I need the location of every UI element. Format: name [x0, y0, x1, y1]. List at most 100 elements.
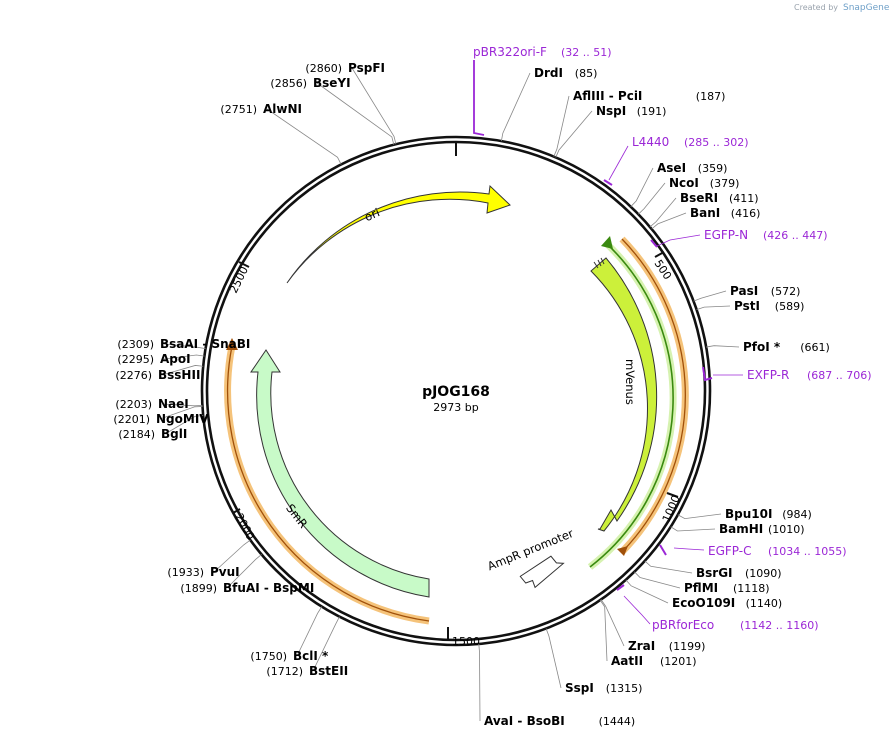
svg-text:EGFP-C: EGFP-C: [708, 544, 751, 558]
enzyme-site-ecoo109i[interactable]: EcoO109I(1140): [625, 579, 782, 610]
enzyme-site-bsteii[interactable]: BstEII (1712): [266, 616, 348, 678]
enzyme-site-bseyi[interactable]: BseYI(2856): [270, 76, 395, 145]
svg-text:EXFP-R: EXFP-R: [747, 368, 789, 382]
enzyme-position: (85): [575, 67, 598, 80]
enzyme-name: AatII: [611, 654, 643, 668]
enzyme-name: PspFI: [348, 61, 385, 75]
enzyme-position: (2203): [115, 398, 152, 411]
tick-2000: 2000: [232, 508, 257, 542]
enzyme-name: NaeI: [158, 397, 189, 411]
enzyme-site-drdi[interactable]: DrdI(85): [500, 66, 598, 142]
enzyme-site-alwni[interactable]: AlwNI(2751): [220, 102, 342, 165]
enzyme-position: (2309): [117, 338, 154, 351]
svg-text:2500: 2500: [227, 264, 251, 295]
primer-pbr322ori-f[interactable]: pBR322ori-F (32 .. 51): [473, 45, 612, 136]
enzyme-name: NcoI: [669, 176, 699, 190]
enzyme-site-aatii[interactable]: AatII (1201): [599, 599, 697, 668]
enzyme-position: (1933): [167, 566, 204, 579]
enzyme-site-apoi[interactable]: ApoI(2295): [117, 352, 205, 366]
enzyme-position: (1201): [660, 655, 697, 668]
enzyme-site-bpu10i[interactable]: Bpu10I (984): [677, 507, 812, 521]
svg-text:2000: 2000: [232, 511, 257, 542]
enzyme-name: BsrGI: [696, 566, 733, 580]
enzyme-sites: PspFI (2860)BseYI(2856)AlwNI(2751) DrdI(85…: [113, 61, 829, 728]
enzyme-name: AlwNI: [263, 102, 302, 116]
enzyme-site-bsshii[interactable]: BssHII(2276): [115, 365, 204, 382]
mvenus-feature[interactable]: [590, 257, 658, 532]
enzyme-site-sspi[interactable]: SspI(1315): [545, 628, 642, 695]
enzyme-position: (1712): [266, 665, 303, 678]
enzyme-site-bgli[interactable]: BglI(2184): [118, 415, 204, 441]
enzyme-position: (416): [731, 207, 761, 220]
enzyme-site-bcli[interactable]: BclI *(1750): [250, 606, 329, 663]
primer-pbrforeco[interactable]: pBRforEco (1142 .. 1160): [616, 584, 819, 632]
enzyme-name: EcoO109I: [672, 596, 735, 610]
enzyme-site-pvui[interactable]: PvuI(1933): [167, 539, 251, 579]
enzyme-position: (1199): [669, 640, 706, 653]
enzyme-name: NspI: [596, 104, 626, 118]
enzyme-site-pfoi[interactable]: PfoI *(661): [706, 340, 830, 354]
tick-2500: 2500: [227, 261, 251, 295]
enzyme-position: (2856): [270, 77, 307, 90]
enzyme-site-naei[interactable]: NaeI (2203): [115, 397, 203, 411]
enzyme-position: (572): [771, 285, 801, 298]
enzyme-name: AflIII - PciI: [573, 89, 642, 103]
enzyme-position: (1444): [599, 715, 636, 728]
enzyme-site-nspi[interactable]: NspI (191): [555, 104, 667, 158]
enzyme-site-pasi[interactable]: PasI(572): [693, 284, 801, 302]
enzyme-site-bamhi[interactable]: BamHI (1010): [670, 522, 805, 536]
primer-egfp-n[interactable]: EGFP-N (426 .. 447): [650, 228, 828, 248]
enzyme-name: PflMI: [684, 581, 718, 595]
ampr-promoter-feature[interactable]: [519, 555, 565, 589]
enzyme-name: Bpu10I: [725, 507, 772, 521]
credit-prefix: Created by: [794, 3, 838, 12]
primer-l4440[interactable]: L4440 (285 .. 302): [603, 135, 749, 186]
svg-text:pBR322ori-F: pBR322ori-F: [473, 45, 547, 59]
enzyme-site-zrai[interactable]: ZraI (1199): [600, 599, 706, 653]
enzyme-name: BclI *: [293, 649, 329, 663]
credit-brand[interactable]: SnapGene: [843, 3, 890, 13]
enzyme-name: BsaAI - SnaBI: [160, 337, 250, 351]
enzyme-site-pspfi[interactable]: PspFI (2860): [305, 61, 397, 145]
enzyme-site-bsaai-snabi[interactable]: BsaAI - SnaBI (2309): [117, 337, 250, 351]
ori-feature[interactable]: [286, 184, 511, 284]
enzyme-position: (2201): [113, 413, 150, 426]
enzyme-site-afliii-pcii[interactable]: AflIII - PciI(187): [553, 89, 726, 157]
enzyme-name: BglI: [161, 427, 187, 441]
enzyme-site-bfuai-bspmi[interactable]: BfuAI - BspMI(1899): [180, 554, 314, 595]
ampr-promoter-label: AmpR promoter: [485, 526, 575, 573]
enzyme-name: BseRI: [680, 191, 718, 205]
enzyme-name: ZraI: [628, 639, 655, 653]
backbone-outer: [200, 135, 712, 647]
enzyme-name: ApoI: [160, 352, 191, 366]
enzyme-position: (1899): [180, 582, 217, 595]
svg-text:(285 .. 302): (285 .. 302): [684, 136, 749, 149]
smr-feature[interactable]: [250, 349, 430, 598]
primer-egfp-c[interactable]: EGFP-C (1034 .. 1055): [659, 544, 847, 558]
enzyme-site-bseri[interactable]: BseRI (411): [649, 191, 759, 228]
enzyme-site-bani[interactable]: BanI(416): [651, 206, 761, 230]
enzyme-site-asei[interactable]: AseI(359): [630, 161, 728, 207]
enzyme-name: NgoMIV: [156, 412, 209, 426]
primer-exfp-r[interactable]: EXFP-R (687 .. 706): [702, 366, 872, 382]
enzyme-position: (1090): [745, 567, 782, 580]
enzyme-site-pflmi[interactable]: PflMI(1118): [634, 571, 770, 595]
enzyme-name: BstEII: [309, 664, 348, 678]
enzyme-position: (411): [729, 192, 759, 205]
enzyme-position: (359): [698, 162, 728, 175]
enzyme-position: (2860): [305, 62, 342, 75]
enzyme-name: BssHII: [158, 368, 200, 382]
enzyme-position: (191): [637, 105, 667, 118]
enzyme-position: (984): [782, 508, 812, 521]
enzyme-site-avai-bsobi[interactable]: AvaI - BsoBI(1444): [478, 643, 636, 728]
enzyme-site-psti[interactable]: PstI(589): [696, 299, 805, 313]
enzyme-position: (1010): [768, 523, 805, 536]
enzyme-site-ngomiv[interactable]: NgoMIV (2201): [113, 406, 209, 426]
enzyme-position: (661): [800, 341, 830, 354]
enzyme-site-ncoi[interactable]: NcoI(379): [638, 176, 739, 215]
enzyme-site-bsrgi[interactable]: BsrGI (1090): [644, 560, 782, 580]
plasmid-size: 2973 bp: [433, 401, 478, 414]
enzyme-name: BamHI: [719, 522, 763, 536]
svg-text:(687 .. 706): (687 .. 706): [807, 369, 872, 382]
plasmid-name: pJOG168: [422, 384, 490, 400]
